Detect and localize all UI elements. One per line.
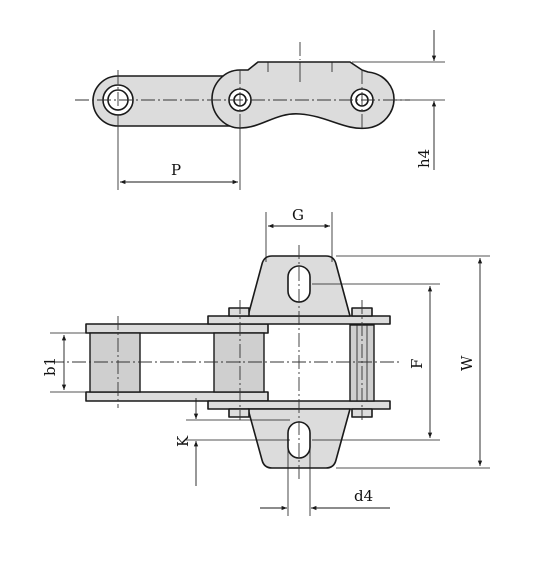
hole-spacing-label: F	[408, 359, 426, 369]
attachment-offset-label: K	[174, 435, 192, 447]
pin-head	[228, 307, 250, 317]
inner-plate-top	[85, 323, 269, 334]
inner-plate-bottom	[85, 391, 269, 402]
pitch-label: P	[171, 161, 181, 179]
overall-width-label: W	[458, 355, 476, 371]
pin-head	[228, 408, 250, 418]
attachment-width-label: G	[292, 206, 304, 224]
plate-height-label: h4	[415, 149, 433, 168]
plan-view: G b1 F W K d4	[41, 206, 490, 516]
hole-diameter-label: d4	[354, 487, 373, 505]
roller-left	[89, 332, 141, 393]
roller-middle	[213, 332, 265, 393]
side-view: P h4	[75, 30, 445, 190]
inner-width-label: b1	[41, 357, 59, 376]
